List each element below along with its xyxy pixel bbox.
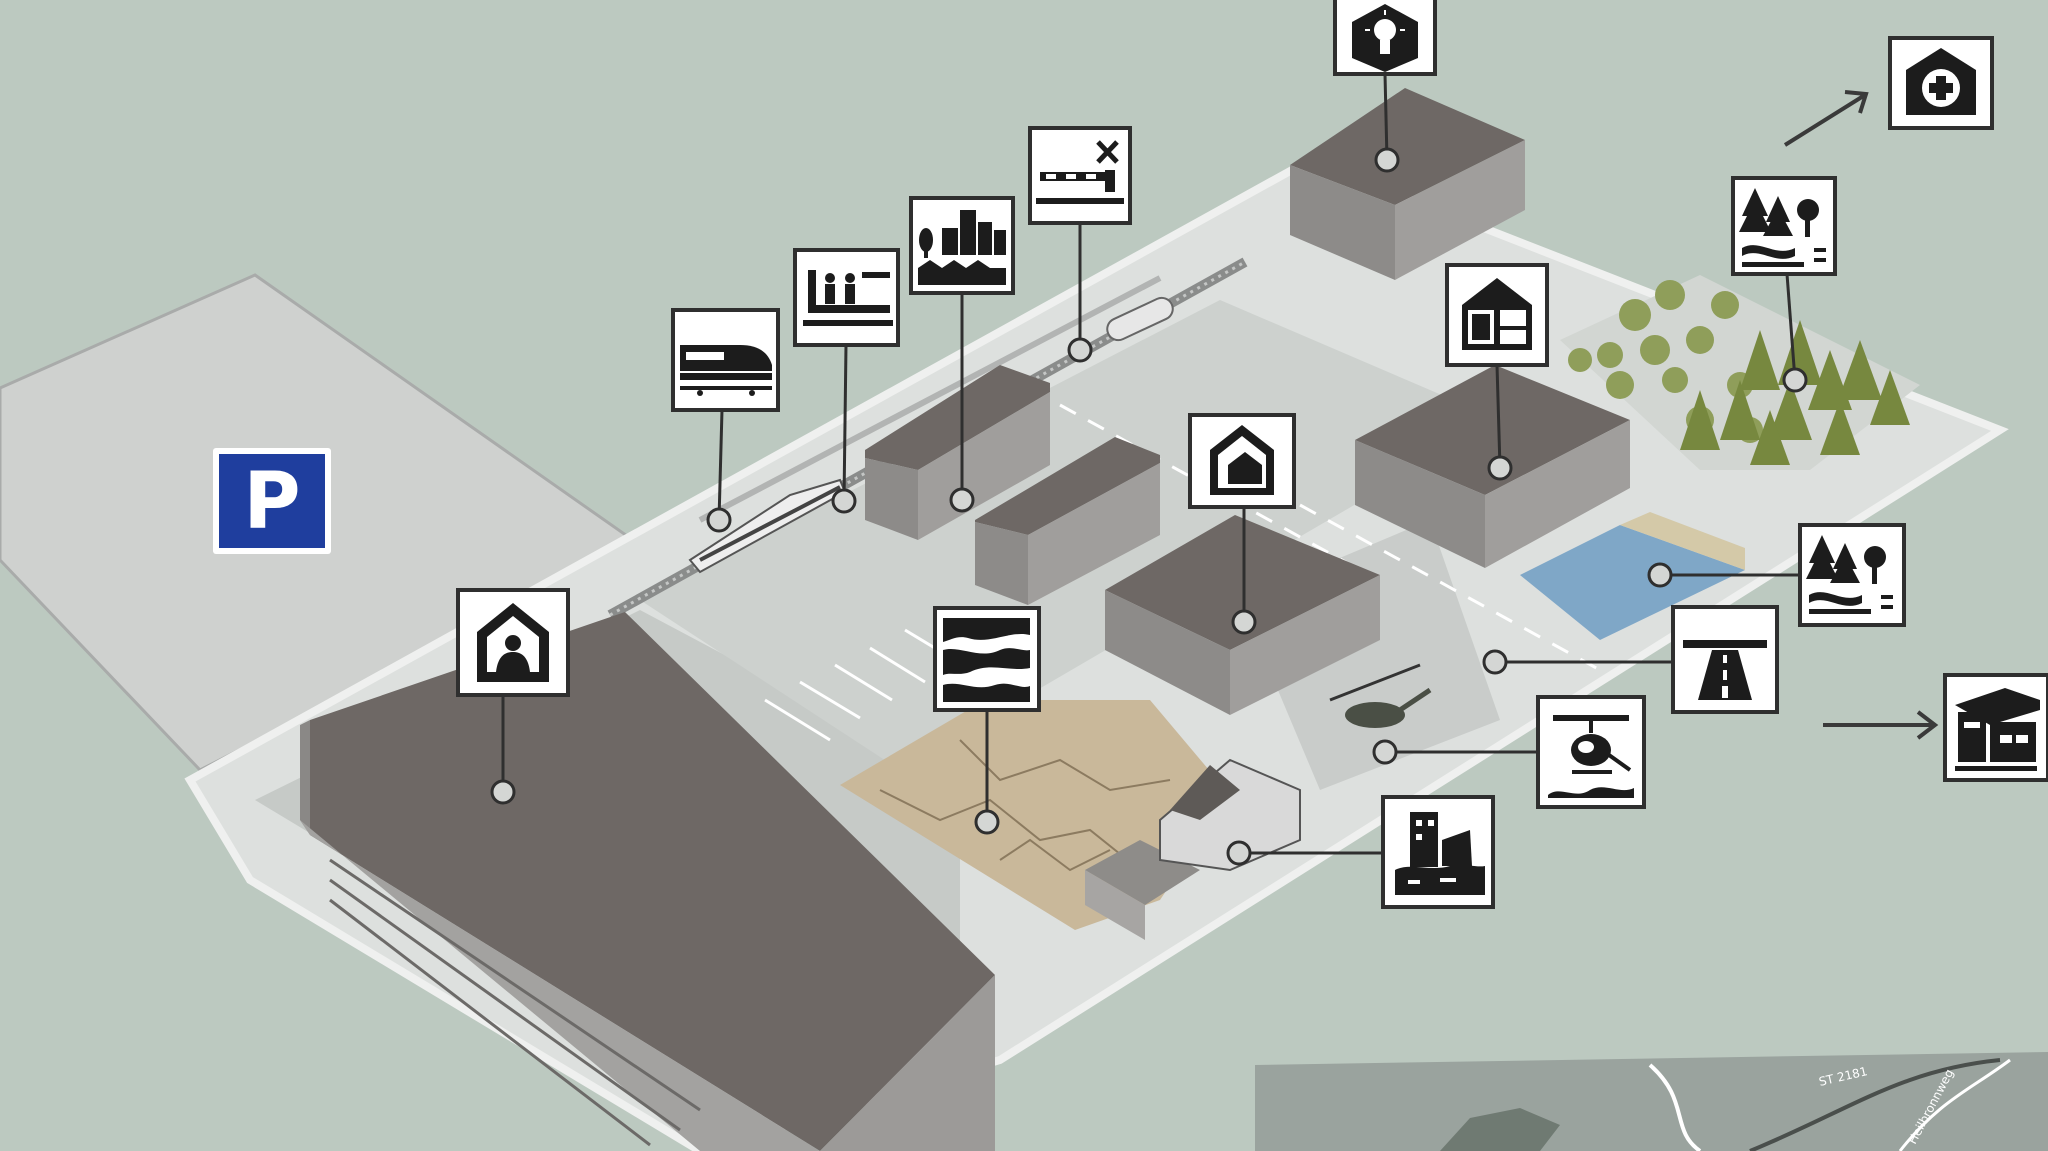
external-building-icon [1955,688,2040,771]
city-skyline-icon [918,210,1006,285]
house-in-house-icon [1210,425,1274,495]
training-site-marker[interactable] [1943,673,2048,782]
medical-marker[interactable] [1888,36,1994,130]
house-marker[interactable] [1188,413,1296,509]
platform-people-icon [803,270,893,326]
level-crossing-marker[interactable] [1028,126,1132,225]
train [688,478,847,574]
shelter-person-icon [477,603,549,682]
city-marker[interactable] [909,196,1015,295]
rubble-marker[interactable] [933,606,1041,712]
arrow-right [1823,710,1939,740]
helicopter-marker[interactable] [1536,695,1646,809]
road-map-inset: ST 2181 Heilbronnweg [1255,1052,2048,1151]
parking-sign: P [213,448,331,554]
forest-water-icon [1806,535,1893,614]
damaged-house [1159,758,1301,872]
innovation-marker[interactable] [1333,0,1437,76]
medical-house-icon [1906,48,1976,115]
house-floorplan-icon [1462,278,1532,350]
landslide-rubble-icon [943,618,1030,702]
barrier-x-icon [1036,140,1124,204]
lightbulb-icon [1352,4,1418,72]
train-marker[interactable] [671,308,780,412]
arrow-top-right [1783,90,1869,147]
pond [1520,512,1745,640]
platform-marker[interactable] [793,248,900,347]
forest-water-icon [1739,188,1826,267]
marker-pins [490,147,1808,866]
office-building[interactable] [975,437,1160,605]
floorplan-marker[interactable] [1445,263,1549,367]
command-building[interactable] [1290,88,1525,280]
train-icon [680,345,772,396]
forest-marker-pond[interactable] [1798,523,1906,627]
forest-marker-top[interactable] [1731,176,1837,276]
leader-lines [501,73,1805,855]
main-hall[interactable] [300,612,995,1151]
helicopter-rescue-icon [1548,715,1634,798]
highway-marker[interactable] [1671,605,1779,714]
helicopter [1329,663,1432,728]
forest [1560,275,1920,470]
collapsed-building-marker[interactable] [1381,795,1495,909]
residential-building[interactable] [1355,365,1630,568]
tank-wagon [1106,296,1174,342]
parking-label: P [243,457,300,547]
collapsed-building-icon [1395,812,1485,895]
highway-icon [1683,640,1767,700]
main-hall-marker[interactable] [456,588,570,697]
